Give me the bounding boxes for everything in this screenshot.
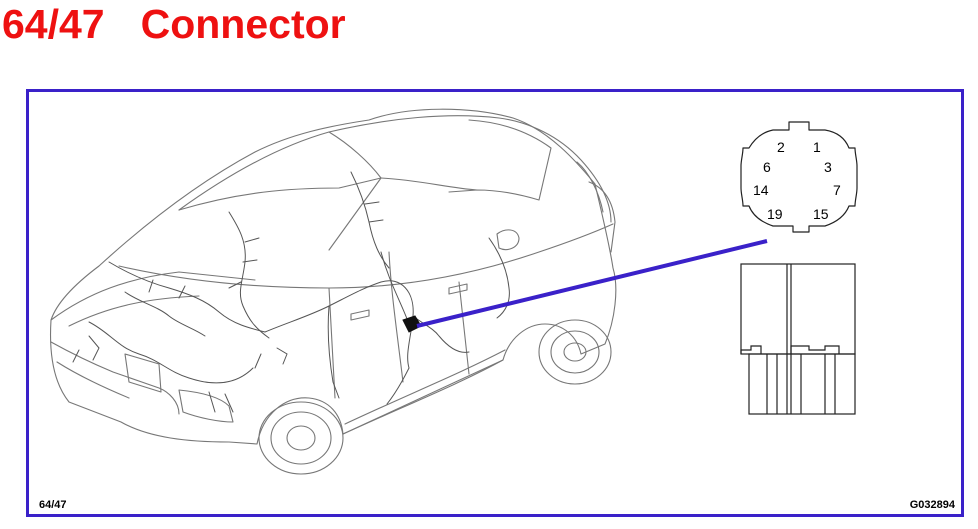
pin-label-7: 7 [833,182,841,198]
connector-side-view [740,263,856,415]
wiring-harness [72,171,510,413]
figure-id-label: G032894 [909,499,955,511]
pin-label-14: 14 [753,182,769,198]
wiring-diagram: 2 1 6 3 14 7 19 15 [50,108,858,475]
diagram-frame: 2 1 6 3 14 7 19 15 64/47 G032894 [26,89,964,517]
connector-face-view: 2 1 6 3 14 7 19 15 [740,121,858,233]
pin-label-3: 3 [824,159,832,175]
pin-label-1: 1 [813,139,821,155]
connector-code: 64/47 [2,1,105,47]
connector-name: Connector [140,1,346,47]
car-illustration [50,108,617,475]
leader-line [416,239,768,328]
pin-label-15: 15 [813,206,829,222]
diagram-reference-label: 64/47 [39,499,67,511]
pin-label-6: 6 [763,159,771,175]
pin-label-19: 19 [767,206,783,222]
page-title: 64/47 Connector [2,0,346,50]
pin-label-2: 2 [777,139,785,155]
